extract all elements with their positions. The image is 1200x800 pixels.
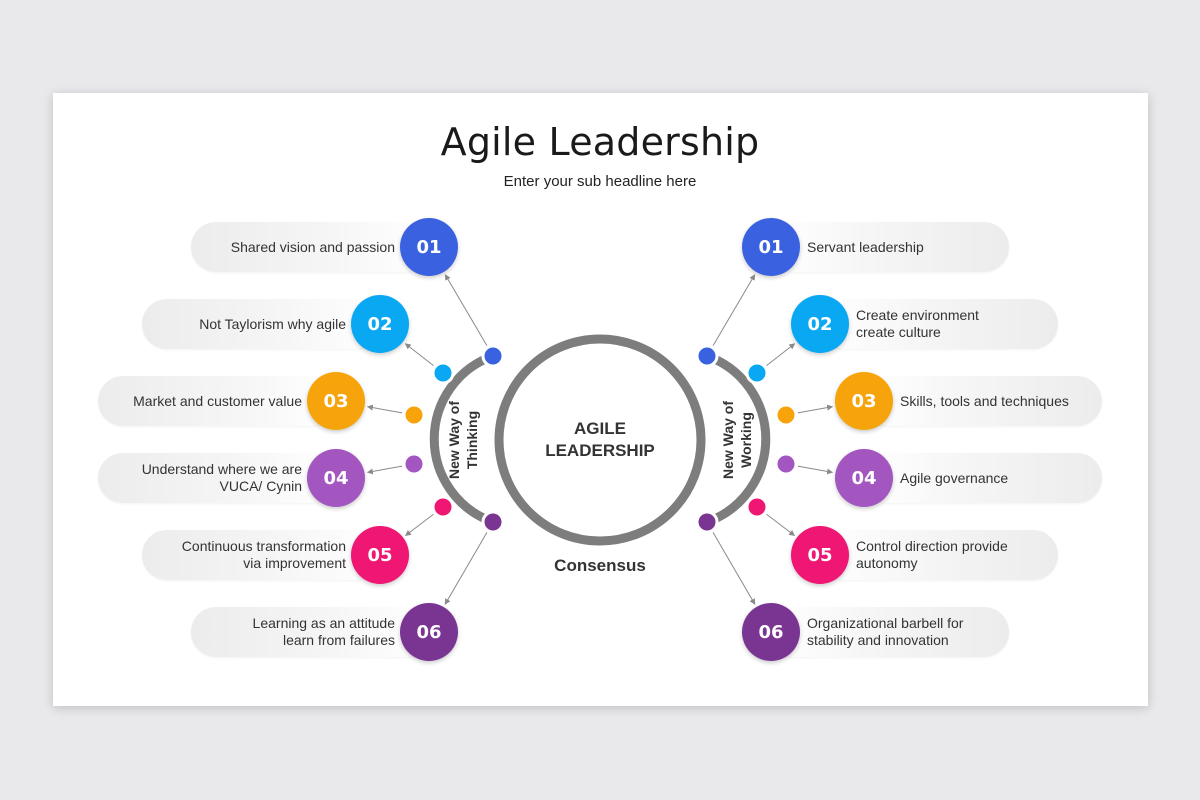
right-item-pill bbox=[820, 299, 1058, 349]
right-connector-arrow bbox=[766, 513, 796, 537]
right-item-label: Organizational barbell for stability and… bbox=[807, 615, 964, 648]
left-item-pill bbox=[142, 530, 380, 580]
right-item-label: Create environment create culture bbox=[856, 307, 979, 340]
left-arc-label: New Way of Thinking bbox=[445, 380, 481, 500]
left-arc-dot bbox=[481, 510, 505, 534]
left-item-pill bbox=[142, 299, 380, 349]
page-title: Agile Leadership bbox=[440, 120, 760, 164]
right-item-text: Create environment create culture bbox=[856, 299, 1048, 349]
left-item-number-badge: 05 bbox=[351, 526, 409, 584]
left-connector-arrow bbox=[404, 343, 434, 367]
left-item-label: Market and customer value bbox=[133, 392, 302, 409]
left-item-text: Market and customer value bbox=[108, 376, 302, 426]
right-item-text: Agile governance bbox=[900, 453, 1092, 503]
right-item-text: Servant leadership bbox=[807, 222, 999, 272]
right-item-label: Servant leadership bbox=[807, 238, 924, 255]
right-item-pill bbox=[820, 530, 1058, 580]
left-connector-arrow bbox=[404, 513, 434, 537]
right-item-text: Skills, tools and techniques bbox=[900, 376, 1092, 426]
arc-dots bbox=[402, 344, 798, 534]
consensus-label: Consensus bbox=[554, 556, 646, 575]
left-arc-dot bbox=[481, 344, 505, 368]
right-arc-label: New Way of Working bbox=[719, 380, 755, 500]
right-item-label: Agile governance bbox=[900, 469, 1009, 486]
left-item-label: Learning as an attitude learn from failu… bbox=[252, 615, 395, 648]
right-item-label: Skills, tools and techniques bbox=[900, 392, 1069, 409]
right-item-number-badge: 01 bbox=[742, 218, 800, 276]
center-label: AGILE LEADERSHIP bbox=[520, 418, 680, 462]
right-connector-arrow bbox=[797, 404, 834, 414]
left-arc-dot bbox=[431, 495, 455, 519]
right-arc bbox=[705, 351, 771, 527]
right-arc-label-line2: Working bbox=[738, 412, 754, 468]
right-connector-arrow bbox=[712, 532, 756, 605]
connector-lines bbox=[366, 274, 834, 605]
left-item-label: Understand where we are VUCA/ Cynin bbox=[141, 461, 302, 494]
left-item-pill bbox=[98, 376, 336, 426]
right-arc-dot bbox=[745, 361, 769, 385]
right-connector-arrow bbox=[797, 465, 834, 475]
left-item-number-badge: 01 bbox=[400, 218, 458, 276]
left-arc-dot bbox=[402, 403, 426, 427]
center-label-line1: AGILE bbox=[574, 419, 626, 438]
right-item-pill bbox=[864, 453, 1102, 503]
left-item-text: Not Taylorism why agile bbox=[152, 299, 346, 349]
left-item-label: Continuous transformation via improvemen… bbox=[181, 538, 346, 571]
left-item-number-badge: 06 bbox=[400, 603, 458, 661]
left-arc bbox=[429, 351, 495, 527]
left-item-text: Learning as an attitude learn from failu… bbox=[201, 607, 395, 657]
right-connector-arrow bbox=[766, 343, 796, 367]
right-item-number-badge: 03 bbox=[835, 372, 893, 430]
left-item-label: Not Taylorism why agile bbox=[199, 315, 346, 332]
left-arc-label-line1: New Way of bbox=[446, 400, 462, 480]
right-connector-arrow bbox=[712, 274, 756, 346]
right-arc-dot bbox=[695, 510, 719, 534]
left-item-text: Shared vision and passion bbox=[201, 222, 395, 272]
left-arc-label-line2: Thinking bbox=[464, 410, 480, 470]
right-item-text: Organizational barbell for stability and… bbox=[807, 607, 999, 657]
right-item-pill bbox=[771, 607, 1009, 657]
right-item-pill bbox=[864, 376, 1102, 426]
right-arc-label-line1: New Way of bbox=[720, 400, 736, 480]
left-item-text: Understand where we are VUCA/ Cynin bbox=[108, 453, 302, 503]
left-connector-arrow bbox=[366, 465, 403, 475]
right-item-number-badge: 05 bbox=[791, 526, 849, 584]
left-item-pill bbox=[191, 607, 429, 657]
right-item-pill bbox=[771, 222, 1009, 272]
left-item-pill bbox=[191, 222, 429, 272]
right-item-number-badge: 06 bbox=[742, 603, 800, 661]
right-item-text: Control direction provide autonomy bbox=[856, 530, 1048, 580]
page-subtitle: Enter your sub headline here bbox=[503, 173, 697, 190]
right-item-label: Control direction provide autonomy bbox=[856, 538, 1008, 571]
left-arc-dot bbox=[431, 361, 455, 385]
center-ring bbox=[494, 334, 706, 546]
left-item-text: Continuous transformation via improvemen… bbox=[152, 530, 346, 580]
right-arc-dot bbox=[774, 452, 798, 476]
right-item-number-badge: 04 bbox=[835, 449, 893, 507]
right-arc-dot bbox=[745, 495, 769, 519]
left-item-pill bbox=[98, 453, 336, 503]
left-connector-arrow bbox=[444, 274, 488, 346]
left-arc-dot bbox=[402, 452, 426, 476]
left-item-number-badge: 02 bbox=[351, 295, 409, 353]
right-arc-dot bbox=[774, 403, 798, 427]
left-item-number-badge: 04 bbox=[307, 449, 365, 507]
left-item-label: Shared vision and passion bbox=[230, 238, 395, 255]
right-item-number-badge: 02 bbox=[791, 295, 849, 353]
left-item-number-badge: 03 bbox=[307, 372, 365, 430]
left-connector-arrow bbox=[366, 404, 403, 414]
left-connector-arrow bbox=[444, 532, 488, 605]
center-label-line2: LEADERSHIP bbox=[545, 441, 655, 460]
right-arc-dot bbox=[695, 344, 719, 368]
